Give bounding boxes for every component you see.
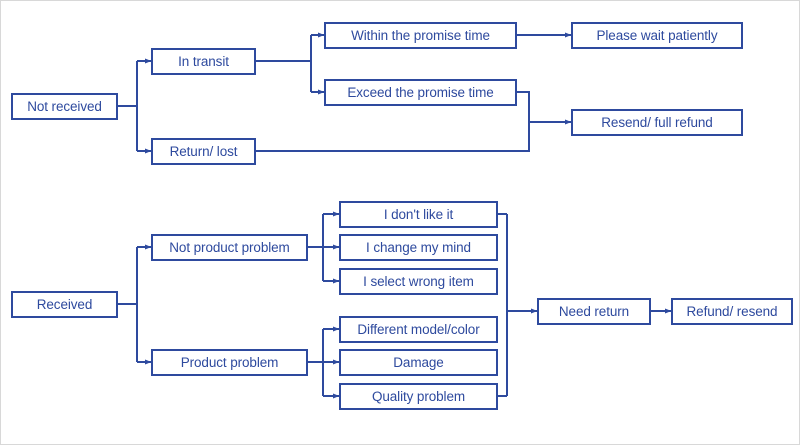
node-label: Quality problem [371, 388, 466, 404]
node-in-transit[interactable]: In transit [151, 48, 256, 75]
node-label: Resend/ full refund [601, 114, 713, 130]
node-label: Received [36, 296, 93, 312]
node-label: Return/ lost [169, 143, 238, 159]
node-label: Product problem [180, 354, 279, 370]
node-label: I don't like it [383, 206, 454, 222]
node-label: Not product problem [169, 239, 290, 255]
node-label: Within the promise time [351, 27, 490, 43]
node-quality-problem[interactable]: Quality problem [339, 383, 498, 410]
node-label: Exceed the promise time [347, 84, 494, 100]
node-please-wait[interactable]: Please wait patiently [571, 22, 743, 49]
node-return-lost[interactable]: Return/ lost [151, 138, 256, 165]
node-label: Different model/color [357, 321, 480, 337]
node-label: Refund/ resend [686, 303, 778, 319]
node-select-wrong-item[interactable]: I select wrong item [339, 268, 498, 295]
node-not-received[interactable]: Not received [11, 93, 118, 120]
node-label: I select wrong item [363, 273, 474, 289]
node-resend-full-refund[interactable]: Resend/ full refund [571, 109, 743, 136]
node-label: Please wait patiently [596, 27, 718, 43]
node-product-problem[interactable]: Product problem [151, 349, 308, 376]
node-within-promise-time[interactable]: Within the promise time [324, 22, 517, 49]
node-label: In transit [178, 53, 229, 69]
node-dont-like-it[interactable]: I don't like it [339, 201, 498, 228]
node-label: I change my mind [366, 239, 471, 255]
node-change-my-mind[interactable]: I change my mind [339, 234, 498, 261]
node-label: Need return [558, 303, 630, 319]
node-not-product-problem[interactable]: Not product problem [151, 234, 308, 261]
node-damage[interactable]: Damage [339, 349, 498, 376]
node-label: Damage [393, 354, 444, 370]
node-exceed-promise-time[interactable]: Exceed the promise time [324, 79, 517, 106]
edge-e-returnlost-resend [256, 122, 530, 152]
node-received[interactable]: Received [11, 291, 118, 318]
node-label: Not received [27, 98, 102, 114]
node-refund-resend[interactable]: Refund/ resend [671, 298, 793, 325]
edge-e-exceed-resend [517, 91, 572, 125]
node-different-model[interactable]: Different model/color [339, 316, 498, 343]
node-need-return[interactable]: Need return [537, 298, 651, 325]
